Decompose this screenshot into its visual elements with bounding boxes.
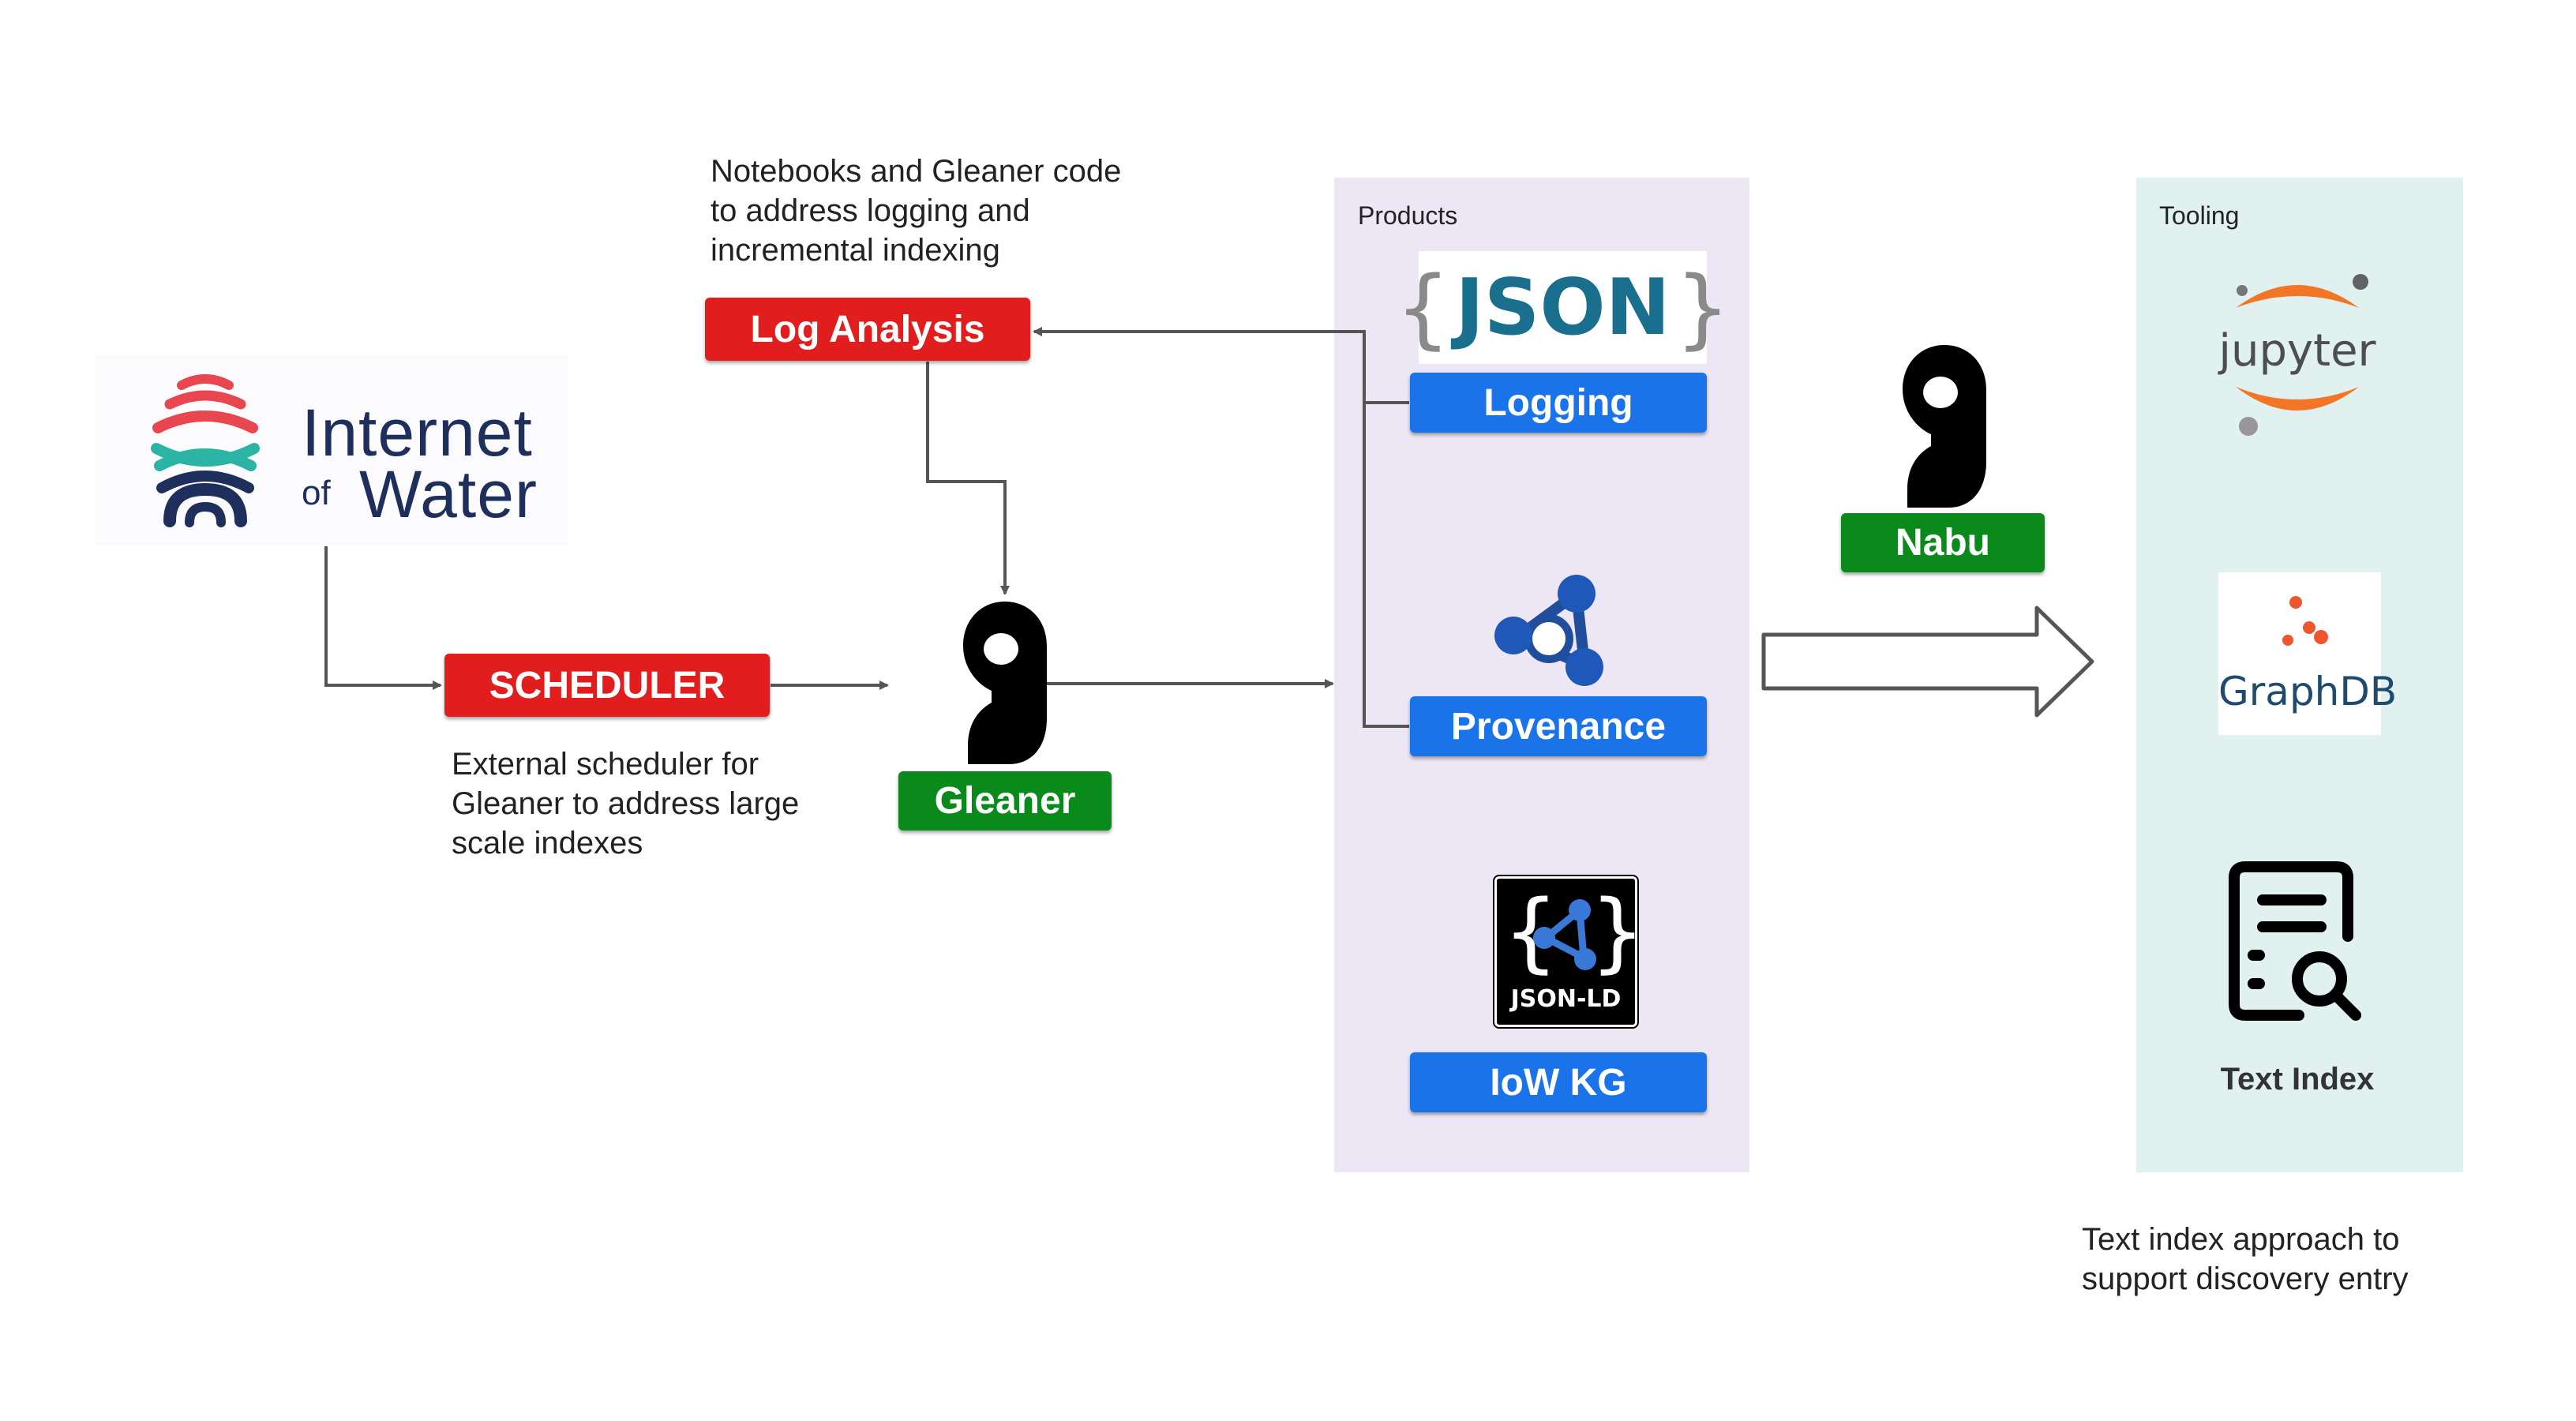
svg-text:}: } bbox=[1590, 881, 1645, 982]
products-to-loganalysis-line bbox=[1033, 327, 1409, 404]
logo-text-water: Water bbox=[359, 457, 538, 531]
internet-of-water-logo: Internet of Water bbox=[95, 355, 568, 545]
gleaner-tag[interactable]: Gleaner bbox=[898, 771, 1112, 830]
iow-kg-tag[interactable]: IoW KG bbox=[1410, 1052, 1707, 1112]
log-analysis-note: Notebooks and Gleaner code to address lo… bbox=[711, 154, 1122, 268]
graphdb-logo: GraphDB bbox=[2218, 572, 2398, 735]
products-title: Products bbox=[1358, 201, 1458, 230]
graphdb-dots-icon bbox=[2282, 596, 2328, 646]
jupyter-orbit-icon bbox=[2236, 274, 2368, 436]
text-index-note: Text index approach to support discovery… bbox=[2082, 1222, 2409, 1296]
log-analysis-tag[interactable]: Log Analysis bbox=[705, 298, 1030, 361]
logo-text-of: of bbox=[302, 474, 331, 512]
scheduler-tag[interactable]: SCHEDULER bbox=[444, 654, 770, 717]
loganalysis-to-gleaner-line bbox=[926, 362, 1010, 595]
logo-to-scheduler-line bbox=[324, 546, 442, 690]
json-ld-label: JSON-LD bbox=[1510, 985, 1622, 1013]
water-drop-icon bbox=[151, 374, 260, 527]
big-arrow bbox=[1761, 606, 2094, 718]
nabu-tag[interactable]: Nabu bbox=[1841, 513, 2045, 572]
text-index-icon bbox=[2229, 861, 2361, 1021]
provenance-to-bus-line bbox=[1363, 403, 1409, 728]
graphdb-label: GraphDB bbox=[2218, 669, 2398, 714]
scheduler-note: External scheduler for Gleaner to addres… bbox=[452, 747, 800, 860]
nabu-icon bbox=[1903, 345, 1986, 508]
provenance-tag[interactable]: Provenance bbox=[1410, 696, 1707, 756]
gleaner-icon bbox=[963, 602, 1047, 764]
json-ld-graph-icon: { } bbox=[1503, 881, 1645, 982]
logging-tag[interactable]: Logging bbox=[1410, 373, 1707, 433]
jupyter-label: jupyter bbox=[2218, 325, 2376, 377]
provenance-graph-icon bbox=[1494, 575, 1603, 686]
logo-text-internet: Internet bbox=[302, 396, 533, 470]
json-logo: { JSON } bbox=[1395, 251, 1730, 364]
text-index-label: Text Index bbox=[2220, 1062, 2375, 1097]
tooling-title: Tooling bbox=[2159, 201, 2240, 230]
jupyter-logo: jupyter bbox=[2195, 268, 2400, 442]
json-ld-logo: { } JSON-LD bbox=[1493, 875, 1645, 1029]
